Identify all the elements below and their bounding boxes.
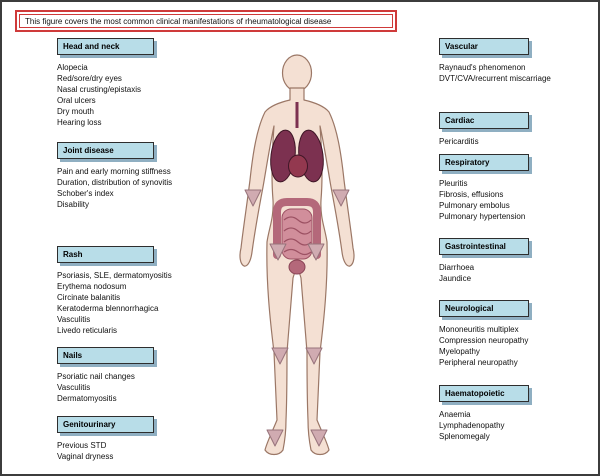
- manifestation-item: Peripheral neuropathy: [439, 358, 518, 367]
- manifestation-item: Livedo reticularis: [57, 326, 118, 335]
- head: [281, 54, 313, 92]
- section-items: Psoriatic nail changes Vasculitis Dermat…: [57, 371, 177, 404]
- manifestation-item: Psoriatic nail changes: [57, 372, 135, 381]
- manifestation-item: Pulmonary hypertension: [439, 212, 526, 221]
- section-header-joint-disease: Joint disease: [57, 142, 154, 159]
- manifestation-item: Vaginal dryness: [57, 452, 114, 461]
- joint-markers: [244, 189, 350, 447]
- section-vascular: Vascular Raynaud's phenomenon DVT/CVA/re…: [439, 38, 551, 84]
- large-intestine: [273, 198, 321, 259]
- section-joint-disease: Joint disease Pain and early morning sti…: [57, 142, 177, 210]
- manifestation-item: Schober's index: [57, 189, 114, 198]
- section-rash: Rash Psoriasis, SLE, dermatomyositis Ery…: [57, 246, 177, 336]
- manifestation-item: Dry mouth: [57, 107, 94, 116]
- manifestation-item: Lymphadenopathy: [439, 421, 505, 430]
- intestine-folds: [283, 216, 312, 256]
- joint-marker-foot-left: [266, 429, 284, 447]
- manifestation-item: Raynaud's phenomenon: [439, 63, 526, 72]
- section-neurological: Neurological Mononeuritis multiplex Comp…: [439, 300, 551, 368]
- organs: [270, 102, 324, 275]
- manifestation-item: Pericarditis: [439, 137, 479, 146]
- joint-marker-elbow-left: [244, 189, 262, 207]
- human-body-illustration: [239, 54, 355, 456]
- small-intestine: [281, 208, 313, 260]
- heart: [288, 154, 308, 178]
- joint-marker-hip-left: [269, 243, 287, 261]
- joint-marker-knee-left: [271, 347, 289, 365]
- joint-marker-hip-right: [307, 243, 325, 261]
- manifestation-item: Pulmonary embolus: [439, 201, 510, 210]
- joint-marker-knee-right: [305, 347, 323, 365]
- manifestation-item: Red/sore/dry eyes: [57, 74, 122, 83]
- section-items: Previous STD Vaginal dryness: [57, 440, 177, 462]
- manifestation-item: Vasculitis: [57, 383, 91, 392]
- manifestation-item: Pleuritis: [439, 179, 468, 188]
- section-items: Pericarditis: [439, 136, 551, 147]
- manifestation-item: Fibrosis, effusions: [439, 190, 504, 199]
- manifestation-item: Circinate balanitis: [57, 293, 121, 302]
- section-genitourinary: Genitourinary Previous STD Vaginal dryne…: [57, 416, 177, 462]
- section-header-head-and-neck: Head and neck: [57, 38, 154, 55]
- manifestation-item: Alopecia: [57, 63, 88, 72]
- manifestation-item: Duration, distribution of synovitis: [57, 178, 173, 187]
- manifestation-item: Keratoderma blennorrhagica: [57, 304, 159, 313]
- manifestation-item: Disability: [57, 200, 90, 209]
- section-header-genitourinary: Genitourinary: [57, 416, 154, 433]
- section-items: Mononeuritis multiplex Compression neuro…: [439, 324, 551, 368]
- manifestation-item: Vasculitis: [57, 315, 91, 324]
- manifestation-item: Mononeuritis multiplex: [439, 325, 519, 334]
- bladder: [288, 259, 306, 275]
- manifestation-item: Dermatomyositis: [57, 394, 117, 403]
- section-header-rash: Rash: [57, 246, 154, 263]
- figure-caption: This figure covers the most common clini…: [15, 10, 397, 32]
- section-cardiac: Cardiac Pericarditis: [439, 112, 551, 147]
- manifestation-item: Nasal crusting/epistaxis: [57, 85, 142, 94]
- manifestation-item: Myelopathy: [439, 347, 480, 356]
- section-items: Psoriasis, SLE, dermatomyositis Erythema…: [57, 270, 177, 336]
- joint-marker-elbow-right: [332, 189, 350, 207]
- manifestation-item: Hearing loss: [57, 118, 102, 127]
- section-items: Raynaud's phenomenon DVT/CVA/recurrent m…: [439, 62, 551, 84]
- section-header-cardiac: Cardiac: [439, 112, 529, 129]
- section-gastrointestinal: Gastrointestinal Diarrhoea Jaundice: [439, 238, 551, 284]
- section-header-haematopoietic: Haematopoietic: [439, 385, 529, 402]
- section-header-gastrointestinal: Gastrointestinal: [439, 238, 529, 255]
- manifestation-item: Jaundice: [439, 274, 472, 283]
- section-items: Pleuritis Fibrosis, effusions Pulmonary …: [439, 178, 551, 222]
- manifestation-item: DVT/CVA/recurrent miscarriage: [439, 74, 551, 83]
- manifestation-item: Previous STD: [57, 441, 107, 450]
- manifestation-item: Pain and early morning stiffness: [57, 167, 171, 176]
- section-nails: Nails Psoriatic nail changes Vasculitis …: [57, 347, 177, 404]
- section-items: Anaemia Lymphadenopathy Splenomegaly: [439, 409, 551, 442]
- manifestation-item: Diarrhoea: [439, 263, 475, 272]
- manifestation-item: Splenomegaly: [439, 432, 490, 441]
- section-header-neurological: Neurological: [439, 300, 529, 317]
- section-items: Alopecia Red/sore/dry eyes Nasal crustin…: [57, 62, 177, 128]
- manifestation-item: Erythema nodosum: [57, 282, 127, 291]
- section-head-and-neck: Head and neck Alopecia Red/sore/dry eyes…: [57, 38, 177, 128]
- section-haematopoietic: Haematopoietic Anaemia Lymphadenopathy S…: [439, 385, 551, 442]
- manifestation-item: Oral ulcers: [57, 96, 96, 105]
- section-items: Diarrhoea Jaundice: [439, 262, 551, 284]
- section-items: Pain and early morning stiffness Duratio…: [57, 166, 177, 210]
- section-header-respiratory: Respiratory: [439, 154, 529, 171]
- figure-caption-text: This figure covers the most common clini…: [25, 17, 332, 26]
- section-header-nails: Nails: [57, 347, 154, 364]
- section-header-vascular: Vascular: [439, 38, 529, 55]
- joint-marker-foot-right: [310, 429, 328, 447]
- manifestation-item: Psoriasis, SLE, dermatomyositis: [57, 271, 172, 280]
- manifestation-item: Compression neuropathy: [439, 336, 529, 345]
- section-respiratory: Respiratory Pleuritis Fibrosis, effusion…: [439, 154, 551, 222]
- manifestation-item: Anaemia: [439, 410, 471, 419]
